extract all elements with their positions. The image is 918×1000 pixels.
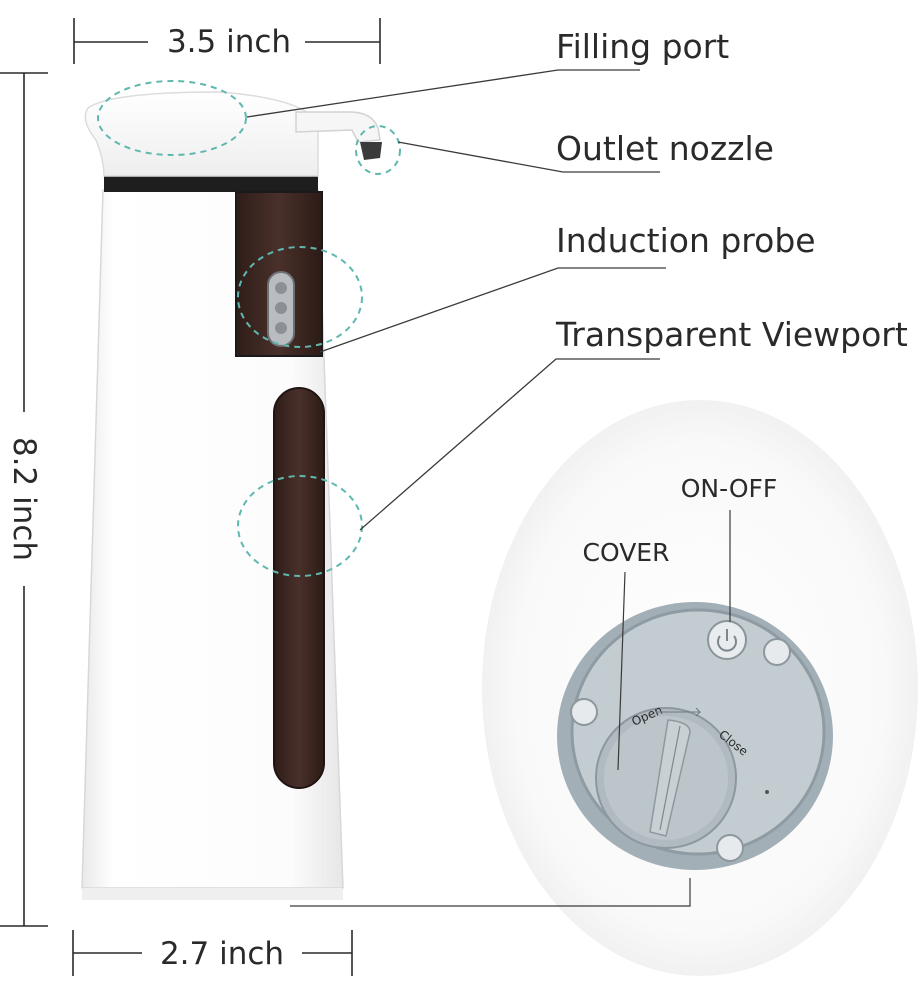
outlet-nozzle-arm (295, 111, 382, 160)
transparent-viewport-slot (273, 387, 325, 789)
dimension-top-width-label: 3.5 inch (167, 24, 291, 60)
leader-lines (246, 69, 666, 531)
highlight-markers (97, 80, 401, 577)
filling-port-marker (97, 80, 247, 156)
induction-window (235, 191, 323, 357)
on-off-button (707, 620, 747, 660)
dimension-bottom-width (72, 930, 353, 976)
battery-cover-dial (595, 707, 737, 849)
induction-probe-marker (237, 246, 363, 348)
bottom-leader-lines (290, 510, 731, 907)
callout-filling-port: Filling port (556, 27, 729, 66)
label-cover: COVER (583, 538, 670, 567)
outlet-nozzle-marker (355, 125, 401, 175)
callout-outlet-nozzle: Outlet nozzle (556, 129, 774, 168)
dispenser-cap (84, 91, 319, 177)
callout-induction-probe: Induction probe (556, 221, 816, 260)
dimension-height (0, 72, 48, 927)
dimension-height-label: 8.2 inch (6, 437, 42, 561)
dimension-top-width (73, 18, 381, 64)
label-on-off: ON-OFF (681, 474, 778, 503)
bottom-view: Open Close (482, 400, 918, 976)
viewport-marker (237, 475, 363, 577)
callout-transparent-viewport: Transparent Viewport (555, 315, 908, 354)
black-ring (104, 176, 318, 192)
dimension-bottom-width-label: 2.7 inch (160, 936, 284, 972)
